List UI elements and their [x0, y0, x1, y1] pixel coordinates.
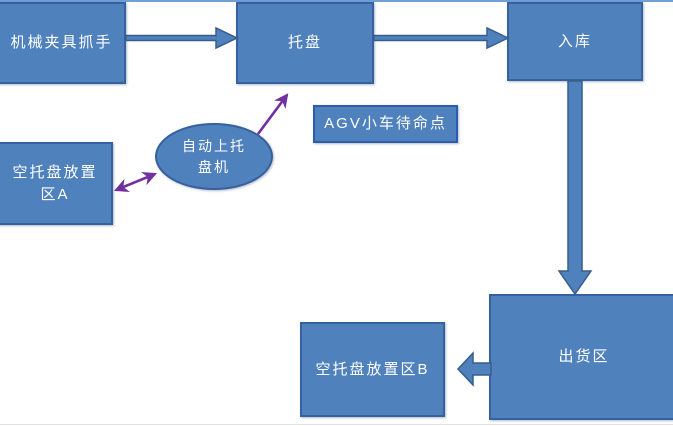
node-auto-loader-label-line1: 自动上托	[182, 137, 246, 154]
node-inbound: 入库	[507, 2, 643, 81]
top-border-line	[0, 0, 673, 2]
node-auto-loader-label-line2: 盘机	[198, 158, 230, 175]
block-arrow-inbound-to-outbound	[557, 80, 593, 296]
thin-arrow-auto-loader-to-pallet	[256, 93, 289, 135]
node-auto-loader: 自动上托 盘机	[155, 123, 273, 190]
node-pallet-label: 托盘	[287, 34, 322, 51]
node-outbound: 出货区	[489, 294, 673, 420]
bottom-border-line	[0, 424, 673, 425]
node-agv-standby: AGV小车待命点	[313, 105, 458, 143]
block-arrow-gripper-to-pallet	[125, 26, 239, 50]
block-arrow-pallet-to-inbound	[373, 26, 510, 50]
thin-double-arrow-empty-area-a-auto-loader	[114, 171, 157, 193]
node-agv-standby-label: AGV小车待命点	[324, 115, 447, 132]
node-gripper-label: 机械夹具抓手	[10, 34, 113, 51]
node-empty-area-a: 空托盘放置 区A	[0, 142, 113, 225]
node-inbound-label: 入库	[557, 32, 592, 50]
node-empty-area-a-label-line1: 空托盘放置	[12, 163, 98, 181]
node-gripper: 机械夹具抓手	[0, 2, 126, 84]
node-empty-area-a-label-line2: 区A	[40, 185, 70, 203]
node-pallet: 托盘	[236, 2, 374, 84]
node-empty-area-b: 空托盘放置区B	[300, 322, 445, 417]
node-empty-area-b-label: 空托盘放置区B	[315, 360, 430, 378]
node-outbound-label: 出货区	[558, 348, 610, 365]
block-arrow-outbound-to-empty-area-b	[456, 351, 492, 387]
